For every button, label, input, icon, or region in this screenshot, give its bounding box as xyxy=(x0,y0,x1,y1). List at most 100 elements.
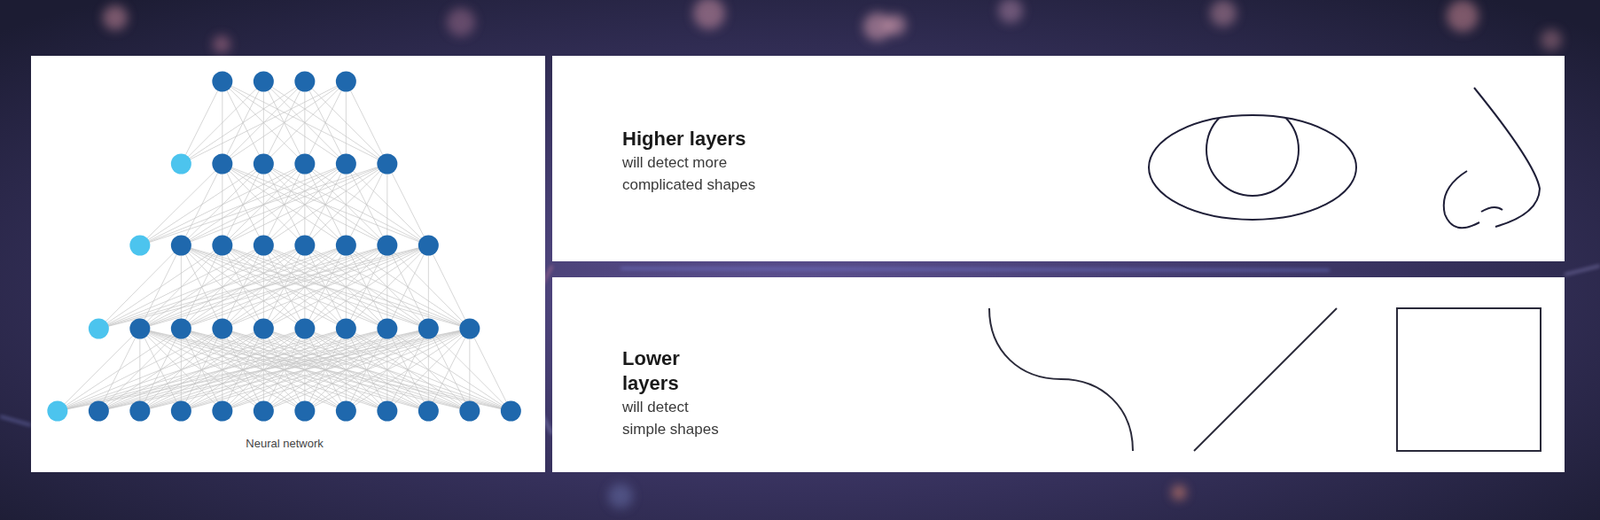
network-link xyxy=(180,163,388,246)
network-link xyxy=(222,163,305,246)
neural-network-figure xyxy=(46,71,522,422)
network-link xyxy=(222,163,388,246)
nose-nostril xyxy=(1443,171,1480,228)
network-link xyxy=(98,328,305,412)
network-link xyxy=(304,81,347,164)
network-link xyxy=(140,163,305,246)
network-link xyxy=(140,328,305,412)
network-link xyxy=(428,245,469,329)
neuron xyxy=(294,319,315,340)
neuron xyxy=(294,235,315,257)
network-link xyxy=(345,245,347,329)
network-link xyxy=(387,245,430,329)
network-link xyxy=(140,245,182,329)
network-link xyxy=(304,328,347,412)
network-link xyxy=(98,328,181,412)
network-neurons xyxy=(46,71,522,422)
network-link xyxy=(140,328,430,412)
network-link xyxy=(221,245,223,329)
network-link xyxy=(222,245,430,329)
network-link xyxy=(180,328,388,412)
network-link xyxy=(180,245,223,329)
network-link xyxy=(387,328,430,412)
network-link xyxy=(386,245,388,329)
bias-neuron xyxy=(46,401,68,422)
network-link xyxy=(140,245,388,329)
network-link xyxy=(139,328,141,412)
neuron xyxy=(129,401,150,422)
network-link xyxy=(57,328,470,412)
neuron xyxy=(171,401,192,422)
network-link xyxy=(180,328,305,412)
network-link xyxy=(263,81,388,164)
network-link xyxy=(98,328,388,412)
network-links xyxy=(57,81,511,412)
network-link xyxy=(345,163,429,246)
network-link xyxy=(263,163,388,246)
network-link xyxy=(386,163,388,246)
neuron xyxy=(418,319,439,340)
network-link xyxy=(180,328,469,412)
network-link xyxy=(222,328,265,412)
network-link xyxy=(222,81,388,164)
network-link xyxy=(222,328,388,412)
network-link xyxy=(387,328,470,412)
network-link xyxy=(180,328,305,412)
network-link xyxy=(98,245,388,329)
network-link xyxy=(387,328,511,412)
network-link xyxy=(222,245,305,329)
network-link xyxy=(98,245,264,329)
network-link xyxy=(345,163,347,246)
network-link xyxy=(304,328,470,412)
network-link xyxy=(140,328,265,412)
network-link xyxy=(180,328,182,412)
network-link xyxy=(304,328,430,412)
neuron xyxy=(253,71,274,93)
network-link xyxy=(263,163,429,246)
network-link xyxy=(263,328,429,412)
network-link xyxy=(263,328,469,412)
network-link xyxy=(263,245,305,329)
network-link xyxy=(304,245,347,329)
network-link xyxy=(263,81,265,164)
network-link xyxy=(180,245,264,329)
network-link xyxy=(180,163,305,246)
network-link xyxy=(222,163,430,246)
network-link xyxy=(263,81,346,164)
neuron xyxy=(253,319,274,340)
network-link xyxy=(263,245,305,329)
network-link xyxy=(140,328,430,412)
network-link xyxy=(140,163,347,246)
network-link xyxy=(263,245,265,329)
network-link xyxy=(180,163,346,246)
neuron xyxy=(294,154,315,175)
network-link xyxy=(180,245,223,329)
network-link xyxy=(263,328,388,412)
network-link xyxy=(222,328,430,412)
network-link xyxy=(222,245,347,329)
network-link xyxy=(222,81,265,164)
neuron xyxy=(376,401,398,422)
network-link xyxy=(263,245,346,329)
network-link xyxy=(222,328,305,412)
network-link xyxy=(222,328,470,412)
network-link xyxy=(263,245,388,329)
neuron xyxy=(376,154,398,175)
curve-shape xyxy=(989,308,1133,452)
neuron xyxy=(376,319,398,340)
network-link xyxy=(180,328,223,412)
network-link xyxy=(180,328,346,412)
network-link xyxy=(180,245,346,329)
network-link xyxy=(345,81,388,164)
neuron xyxy=(294,401,315,422)
network-link xyxy=(140,328,265,412)
network-link xyxy=(140,328,388,412)
network-link xyxy=(263,245,346,329)
network-link xyxy=(140,245,223,329)
neuron xyxy=(418,235,439,257)
network-link xyxy=(98,245,346,329)
square-shape xyxy=(1397,308,1541,452)
network-link xyxy=(387,245,430,329)
network-link xyxy=(180,328,429,412)
